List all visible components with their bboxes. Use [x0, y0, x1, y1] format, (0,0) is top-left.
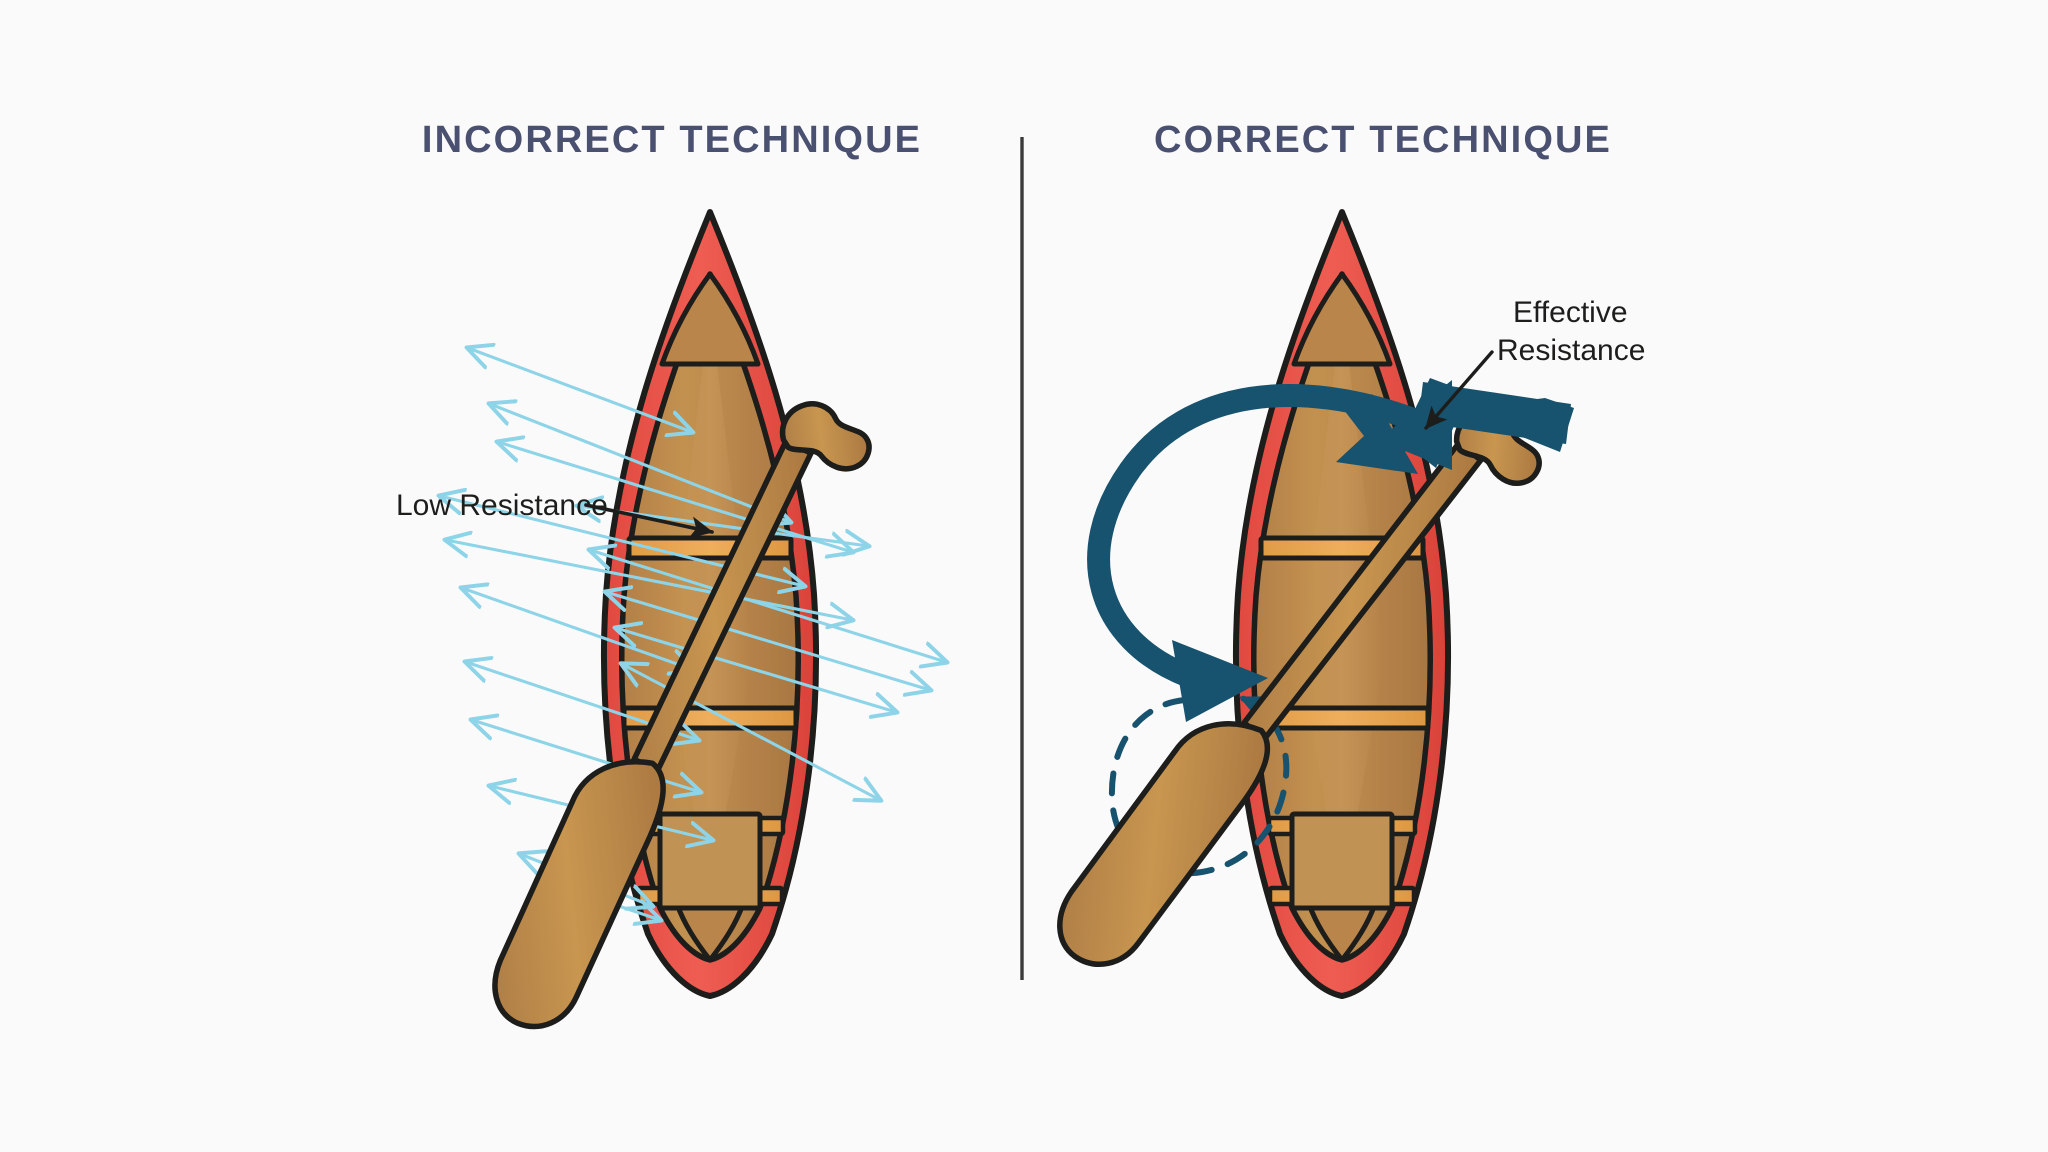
sweep-curve-arrow [1087, 384, 1418, 722]
right-panel-illustration: Effective Resistance [1056, 212, 1645, 1005]
effective-force-arrow [1378, 378, 1574, 470]
left-panel-title: INCORRECT TECHNIQUE [422, 119, 922, 161]
effective-resistance-pointer-arrow [1424, 350, 1494, 430]
right-panel-title: CORRECT TECHNIQUE [1154, 119, 1612, 161]
effective-resistance-label-line1: Effective [1513, 296, 1628, 329]
low-resistance-label: Low Resistance [396, 489, 608, 522]
left-panel-illustration: Low Resistance [396, 212, 946, 1030]
effective-resistance-callout: Effective Resistance [1424, 296, 1645, 430]
blade-path-loop [1108, 695, 1290, 877]
low-resistance-pointer-arrow [584, 503, 714, 539]
effective-resistance-label-line2: Resistance [1497, 334, 1645, 367]
low-resistance-callout: Low Resistance [396, 489, 714, 539]
